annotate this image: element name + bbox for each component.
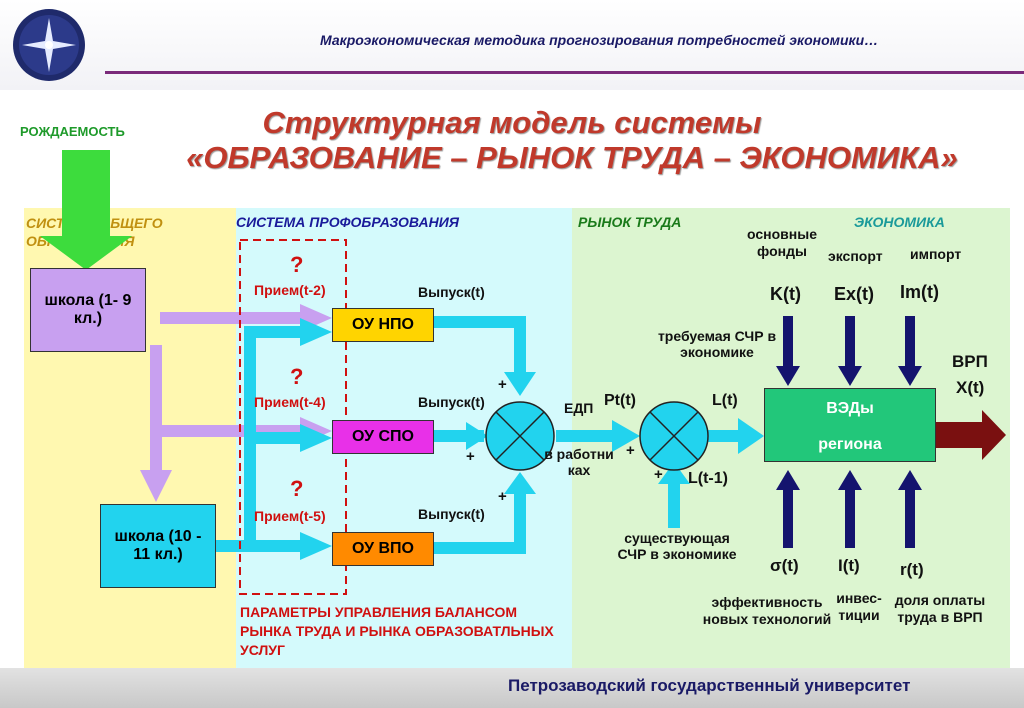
plus-sign-1: + bbox=[498, 376, 507, 393]
ved-box bbox=[764, 388, 936, 462]
sigma-label: σ(t) bbox=[770, 556, 799, 575]
intake-t2-label: Прием(t-2) bbox=[254, 282, 326, 298]
section-economy-label: ЭКОНОМИКА bbox=[854, 214, 945, 230]
section-prof-label: СИСТЕМА ПРОФОБРАЗОВАНИЯ bbox=[236, 214, 459, 230]
footer-university: Петрозаводский государственный университ… bbox=[508, 676, 911, 695]
title-line-2: «ОБРАЗОВАНИЕ – РЫНОК ТРУДА – ЭКОНОМИКА» bbox=[186, 140, 958, 175]
inst-vpo-box: ОУ ВПО bbox=[332, 532, 434, 566]
inst-npo-box: ОУ НПО bbox=[332, 308, 434, 342]
in-work-label: в работни ках bbox=[544, 446, 614, 478]
output-npo-label: Выпуск(t) bbox=[418, 284, 485, 300]
output-spo-label: Выпуск(t) bbox=[418, 394, 485, 410]
r-label: r(t) bbox=[900, 560, 924, 579]
header-band bbox=[0, 0, 1024, 90]
k-label: K(t) bbox=[770, 284, 801, 304]
question-mark-3: ? bbox=[290, 476, 304, 501]
export-label: экспорт bbox=[828, 248, 883, 264]
existing-scr-label: существующая СЧР в экономике bbox=[617, 530, 737, 562]
plus-sign-3: + bbox=[498, 488, 507, 505]
edp-label: ЕДП bbox=[564, 400, 594, 416]
ved-label-1: ВЭДы bbox=[826, 400, 874, 417]
lt1-label: L(t-1) bbox=[688, 470, 728, 487]
intake-t4-label: Прием(t-4) bbox=[254, 394, 326, 410]
footer-band bbox=[0, 668, 1024, 708]
header-subtitle: Макроэкономическая методика прогнозирова… bbox=[320, 32, 879, 48]
xt-label: X(t) bbox=[956, 378, 985, 397]
labor-share-label: доля оплаты труда в ВРП bbox=[894, 592, 986, 625]
vrp-label: ВРП bbox=[952, 352, 988, 371]
fixed-assets-label: основные фонды bbox=[747, 226, 817, 259]
plus-sign-4: + bbox=[626, 442, 635, 459]
university-logo bbox=[12, 8, 86, 82]
school-1-9-box: школа (1- 9 кл.) bbox=[30, 268, 146, 352]
im-label: Im(t) bbox=[900, 282, 939, 302]
school-10-11-box: школа (10 - 11 кл.) bbox=[100, 504, 216, 588]
sum-node-education bbox=[485, 401, 555, 471]
ved-label-2: региона bbox=[818, 436, 882, 453]
required-scr-label: требуемая СЧР в экономике bbox=[657, 328, 777, 360]
question-mark-1: ? bbox=[290, 252, 304, 277]
birthrate-arrow bbox=[40, 150, 132, 270]
birthrate-label: РОЖДАЕМОСТЬ bbox=[20, 124, 125, 139]
i-label: I(t) bbox=[838, 556, 860, 575]
control-dashed-frame bbox=[239, 239, 347, 595]
lt-label: L(t) bbox=[712, 392, 738, 409]
header-rule bbox=[105, 71, 1024, 74]
question-mark-2: ? bbox=[290, 364, 304, 389]
inst-spo-box: ОУ СПО bbox=[332, 420, 434, 454]
ex-label: Ex(t) bbox=[834, 284, 874, 304]
control-params-text: ПАРАМЕТРЫ УПРАВЛЕНИЯ БАЛАНСОМ РЫНКА ТРУД… bbox=[240, 604, 554, 658]
intake-t5-label: Прием(t-5) bbox=[254, 508, 326, 524]
title-line-1: Структурная модель системы bbox=[262, 105, 762, 140]
investment-label: инвес- тиции bbox=[836, 590, 882, 623]
pt-label: Pt(t) bbox=[604, 392, 636, 409]
output-vpo-label: Выпуск(t) bbox=[418, 506, 485, 522]
efficiency-label: эффективность новых технологий bbox=[702, 594, 832, 627]
plus-sign-5: + bbox=[654, 466, 663, 483]
section-labor-label: РЫНОК ТРУДА bbox=[578, 214, 682, 230]
sum-node-labor bbox=[639, 401, 709, 471]
plus-sign-2: + bbox=[466, 448, 475, 465]
import-label: импорт bbox=[910, 246, 962, 262]
